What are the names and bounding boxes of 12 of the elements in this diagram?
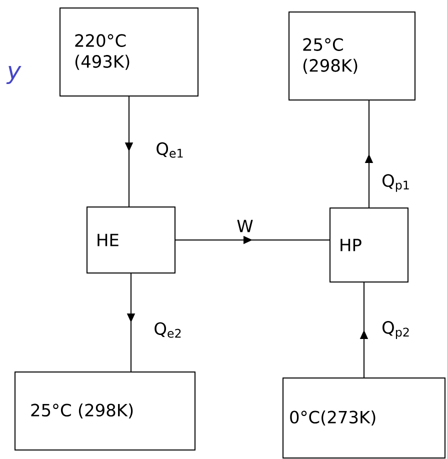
box: HP	[330, 208, 408, 282]
text-fragment: y	[6, 66, 22, 84]
box: HE	[86, 206, 176, 274]
edge-label: Q$_{e2}$	[152, 321, 184, 339]
box: 0°C(273K)	[282, 378, 446, 458]
box: 25°C (298K)	[288, 12, 416, 100]
edge-label: Q$_{p2}$	[380, 320, 412, 340]
edge-label: W	[236, 218, 254, 234]
edge-label: Q$_{p1}$	[380, 173, 412, 193]
box: 25°C (298K)	[14, 372, 196, 450]
edge-label: Q$_{e1}$	[154, 141, 186, 159]
box: 220°C (493K)	[60, 8, 198, 96]
